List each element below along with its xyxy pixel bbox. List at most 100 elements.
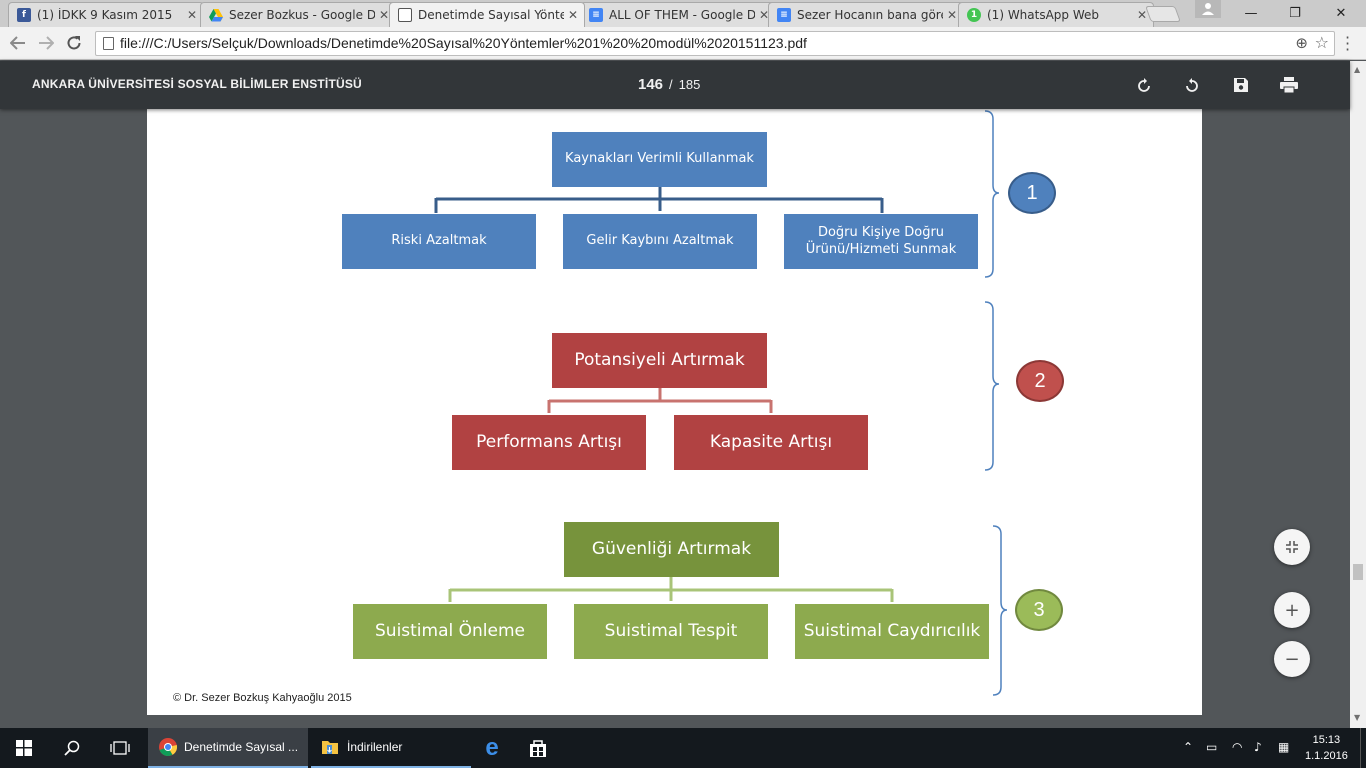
scroll-up-icon[interactable]: ▲ (1354, 65, 1361, 74)
start-button[interactable] (0, 728, 48, 768)
folder-icon (322, 741, 338, 754)
whatsapp-icon: 1 (967, 8, 981, 22)
clock-time: 15:13 (1312, 734, 1341, 746)
tab-close-icon[interactable]: ✕ (378, 8, 389, 22)
group-number-badge: 1 (1008, 172, 1056, 214)
diagram-node: Doğru Kişiye Doğru Ürünü/Hizmeti Sunmak (784, 214, 978, 269)
minimize-button[interactable]: — (1244, 6, 1258, 21)
diagram-node: Suistimal Tespit (574, 604, 768, 659)
zoom-in-button[interactable]: + (1274, 592, 1310, 628)
group-number-badge: 3 (1015, 589, 1063, 631)
diagram-node-top-3: Güvenliği Artırmak (564, 522, 779, 577)
total-pages: 185 (678, 77, 701, 92)
tab-strip: f (1) İDKK 9 Kasım 2015 ✕ Sezer Bozkus -… (0, 0, 1366, 27)
battery-icon[interactable]: ▭ (1206, 740, 1218, 754)
clock-date: 1.1.2016 (1305, 750, 1348, 762)
zoom-out-button[interactable]: − (1274, 641, 1310, 677)
show-desktop-button[interactable] (1360, 728, 1366, 768)
new-tab-button[interactable] (1145, 6, 1181, 22)
scroll-down-icon[interactable]: ▼ (1354, 713, 1361, 722)
vertical-scrollbar[interactable]: ▲ ▼ (1350, 61, 1366, 728)
bracket-1 (984, 110, 1000, 278)
tab-title: Sezer Bozkus - Google Dr (229, 8, 375, 22)
diagram-node: Performans Artışı (452, 415, 646, 470)
address-bar[interactable]: file:///C:/Users/Selçuk/Downloads/Deneti… (95, 31, 1335, 56)
diagram-node-top-2: Potansiyeli Artırmak (552, 333, 767, 388)
taskbar-app-explorer[interactable]: İndirilenler (311, 728, 471, 768)
profile-icon[interactable] (1195, 0, 1221, 18)
print-icon[interactable] (1279, 75, 1299, 95)
google-docs-icon: ≡ (589, 8, 603, 22)
tab-whatsapp[interactable]: 1 (1) WhatsApp Web ✕ (958, 2, 1154, 27)
diagram-node: Gelir Kaybını Azaltmak (563, 214, 757, 269)
arrow-left-icon (10, 36, 25, 50)
document-icon (398, 8, 412, 22)
tab-facebook[interactable]: f (1) İDKK 9 Kasım 2015 ✕ (8, 2, 204, 27)
tab-title: Denetimde Sayısal Yönter (418, 8, 564, 22)
rotate-clockwise-icon[interactable] (1134, 75, 1154, 95)
tab-google-docs-1[interactable]: ≡ ALL OF THEM - Google D ✕ (580, 2, 776, 27)
taskbar-app-chrome[interactable]: Denetimde Sayısal ... (148, 728, 308, 768)
fit-to-page-button[interactable] (1274, 529, 1310, 565)
bookmark-star-icon[interactable]: ☆ (1314, 33, 1329, 52)
page-icon (103, 37, 114, 50)
tab-google-docs-2[interactable]: ≡ Sezer Hocanın bana göre ✕ (768, 2, 964, 27)
forward-button[interactable] (34, 32, 58, 54)
taskbar-edge[interactable]: e (470, 728, 514, 768)
back-button[interactable] (6, 32, 30, 54)
scrollbar-thumb[interactable] (1353, 564, 1363, 580)
reload-icon (67, 36, 81, 50)
page-separator: / (669, 77, 673, 92)
pdf-toolbar: ANKARA ÜNİVERSİTESİ SOSYAL BİLİMLER ENST… (0, 61, 1350, 109)
tab-close-icon[interactable]: ✕ (567, 8, 578, 22)
fit-page-icon (1286, 541, 1298, 553)
taskbar-clock[interactable]: 15:13 1.1.2016 (1305, 732, 1348, 764)
store-icon (530, 740, 546, 757)
group-number-badge: 2 (1016, 360, 1064, 402)
show-hidden-icons[interactable]: ⌃ (1183, 740, 1194, 754)
copyright-text: © Dr. Sezer Bozkuş Kahyaoğlu 2015 (173, 692, 352, 704)
arrow-right-icon (39, 36, 54, 50)
tab-close-icon[interactable]: ✕ (186, 8, 197, 22)
tab-close-icon[interactable]: ✕ (1136, 8, 1147, 22)
rotate-counterclockwise-icon[interactable] (1182, 75, 1202, 95)
tab-title: (1) İDKK 9 Kasım 2015 (37, 8, 173, 22)
search-button[interactable] (48, 728, 96, 768)
tab-close-icon[interactable]: ✕ (946, 8, 957, 22)
tab-google-drive[interactable]: Sezer Bozkus - Google Dr ✕ (200, 2, 396, 27)
reload-button[interactable] (62, 32, 86, 54)
chrome-menu-icon[interactable]: ··· (1345, 28, 1351, 59)
wifi-icon[interactable]: ◠ (1232, 740, 1243, 754)
maximize-button[interactable]: ❐ (1289, 6, 1301, 21)
current-page-input[interactable]: 146 (638, 76, 664, 93)
chrome-icon (159, 738, 178, 757)
diagram-node: Suistimal Önleme (353, 604, 547, 659)
pdf-document-title: ANKARA ÜNİVERSİTESİ SOSYAL BİLİMLER ENST… (32, 77, 362, 91)
url-text[interactable]: file:///C:/Users/Selçuk/Downloads/Deneti… (120, 35, 807, 51)
close-window-button[interactable]: ✕ (1335, 6, 1347, 21)
google-drive-icon (209, 8, 223, 22)
windows-logo-icon (16, 740, 32, 756)
keyboard-icon[interactable]: ▦ (1278, 740, 1290, 754)
edge-icon: e (485, 734, 499, 761)
taskbar-app-label: Denetimde Sayısal ... (184, 740, 299, 754)
group2-connector (547, 387, 773, 413)
tab-pdf-active[interactable]: Denetimde Sayısal Yönter ✕ (389, 2, 585, 27)
search-icon (64, 740, 80, 756)
diagram-node-top-1: Kaynakları Verimli Kullanmak (552, 132, 767, 187)
task-view-button[interactable] (96, 728, 144, 768)
taskbar-store[interactable] (516, 728, 560, 768)
tab-close-icon[interactable]: ✕ (758, 8, 769, 22)
bracket-3 (992, 525, 1008, 696)
bracket-2 (984, 301, 1000, 471)
windows-taskbar: Denetimde Sayısal ... İndirilenler e ⌃ ▭… (0, 728, 1366, 768)
browser-toolbar: file:///C:/Users/Selçuk/Downloads/Deneti… (0, 27, 1366, 60)
zoom-icon[interactable]: ⊕ (1295, 34, 1308, 52)
save-icon[interactable] (1231, 75, 1251, 95)
diagram-node: Riski Azaltmak (342, 214, 536, 269)
google-docs-icon: ≡ (777, 8, 791, 22)
volume-icon[interactable]: ♪ (1254, 740, 1262, 754)
pdf-page: Kaynakları Verimli Kullanmak Riski Azalt… (147, 109, 1202, 715)
diagram-connectors (434, 110, 1008, 696)
facebook-icon: f (17, 8, 31, 22)
